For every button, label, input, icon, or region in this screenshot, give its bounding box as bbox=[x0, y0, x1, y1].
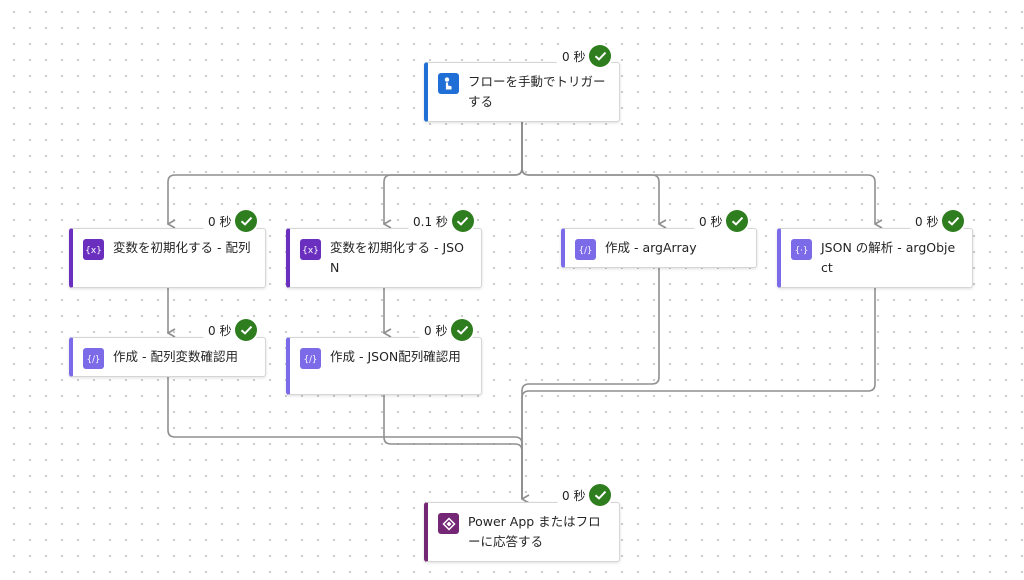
compose-icon: {/} bbox=[83, 348, 104, 369]
run-duration: 0 秒 bbox=[915, 214, 939, 229]
success-check-icon bbox=[726, 210, 749, 232]
svg-text:{·}: {·} bbox=[795, 246, 809, 256]
run-duration: 0 秒 bbox=[424, 323, 448, 338]
node-title: 作成 - JSON配列確認用 bbox=[330, 349, 461, 364]
run-status-badge: 0 秒 bbox=[555, 482, 614, 508]
compose-icon: {/} bbox=[300, 348, 321, 369]
variable-icon: {x} bbox=[83, 239, 104, 260]
powerapps-response-icon bbox=[438, 513, 459, 534]
success-check-icon bbox=[235, 210, 258, 232]
flow-node-compose-array-check[interactable]: {/} 作成 - 配列変数確認用 bbox=[69, 337, 266, 377]
flow-node-init-variable-json[interactable]: {x} 変数を初期化する - JSON bbox=[286, 228, 482, 288]
flow-node-respond-to-power-app[interactable]: Power App またはフローに応答する bbox=[424, 502, 620, 562]
flow-node-parse-json[interactable]: {·} JSON の解析 - argObject bbox=[777, 228, 973, 288]
success-check-icon bbox=[451, 210, 474, 232]
connector-json-check-response bbox=[383, 395, 523, 499]
compose-icon: {/} bbox=[575, 239, 596, 260]
success-check-icon bbox=[235, 319, 258, 341]
connector-trigger-compose-argarray bbox=[521, 122, 659, 224]
flow-node-compose-argarray[interactable]: {/} 作成 - argArray bbox=[561, 228, 757, 268]
run-status-badge: 0 秒 bbox=[417, 317, 476, 343]
variable-icon: {x} bbox=[300, 239, 321, 260]
svg-text:{x}: {x} bbox=[86, 246, 101, 256]
run-status-badge: 0 秒 bbox=[555, 43, 614, 69]
node-title: 作成 - argArray bbox=[605, 240, 697, 255]
run-duration: 0 秒 bbox=[208, 323, 232, 338]
node-title: 変数を初期化する - JSON bbox=[330, 240, 464, 275]
node-title: 作成 - 配列変数確認用 bbox=[113, 349, 238, 364]
run-duration: 0 秒 bbox=[562, 488, 586, 503]
success-check-icon bbox=[589, 45, 612, 67]
node-title: Power App またはフローに応答する bbox=[468, 514, 601, 549]
success-check-icon bbox=[451, 319, 474, 341]
svg-text:{/}: {/} bbox=[304, 355, 318, 365]
success-check-icon bbox=[942, 210, 965, 232]
flow-node-trigger[interactable]: フローを手動でトリガーする bbox=[424, 62, 620, 122]
connector-array-check-response bbox=[167, 377, 522, 499]
node-title: 変数を初期化する - 配列 bbox=[113, 240, 251, 255]
parse-json-icon: {·} bbox=[791, 239, 812, 260]
node-title: JSON の解析 - argObject bbox=[821, 240, 956, 275]
flow-node-init-variable-array[interactable]: {x} 変数を初期化する - 配列 bbox=[69, 228, 266, 288]
svg-text:{/}: {/} bbox=[579, 246, 593, 256]
run-status-badge: 0 秒 bbox=[201, 208, 260, 234]
run-duration: 0 秒 bbox=[562, 49, 586, 64]
connector-trigger-parse-json bbox=[521, 122, 875, 224]
run-duration: 0 秒 bbox=[208, 214, 232, 229]
run-status-badge: 0 秒 bbox=[908, 208, 967, 234]
flow-node-compose-json-check[interactable]: {/} 作成 - JSON配列確認用 bbox=[286, 337, 482, 395]
success-check-icon bbox=[589, 484, 612, 506]
node-title: フローを手動でトリガーする bbox=[468, 74, 606, 109]
svg-text:{x}: {x} bbox=[303, 246, 318, 256]
run-status-badge: 0.1 秒 bbox=[406, 208, 476, 234]
svg-text:{/}: {/} bbox=[87, 355, 101, 365]
run-status-badge: 0 秒 bbox=[692, 208, 751, 234]
run-duration: 0.1 秒 bbox=[413, 214, 448, 229]
connector-argarray-response bbox=[521, 268, 660, 499]
manual-trigger-icon bbox=[438, 73, 459, 94]
connector-parse-json-response bbox=[521, 288, 876, 499]
run-status-badge: 0 秒 bbox=[201, 317, 260, 343]
run-duration: 0 秒 bbox=[699, 214, 723, 229]
